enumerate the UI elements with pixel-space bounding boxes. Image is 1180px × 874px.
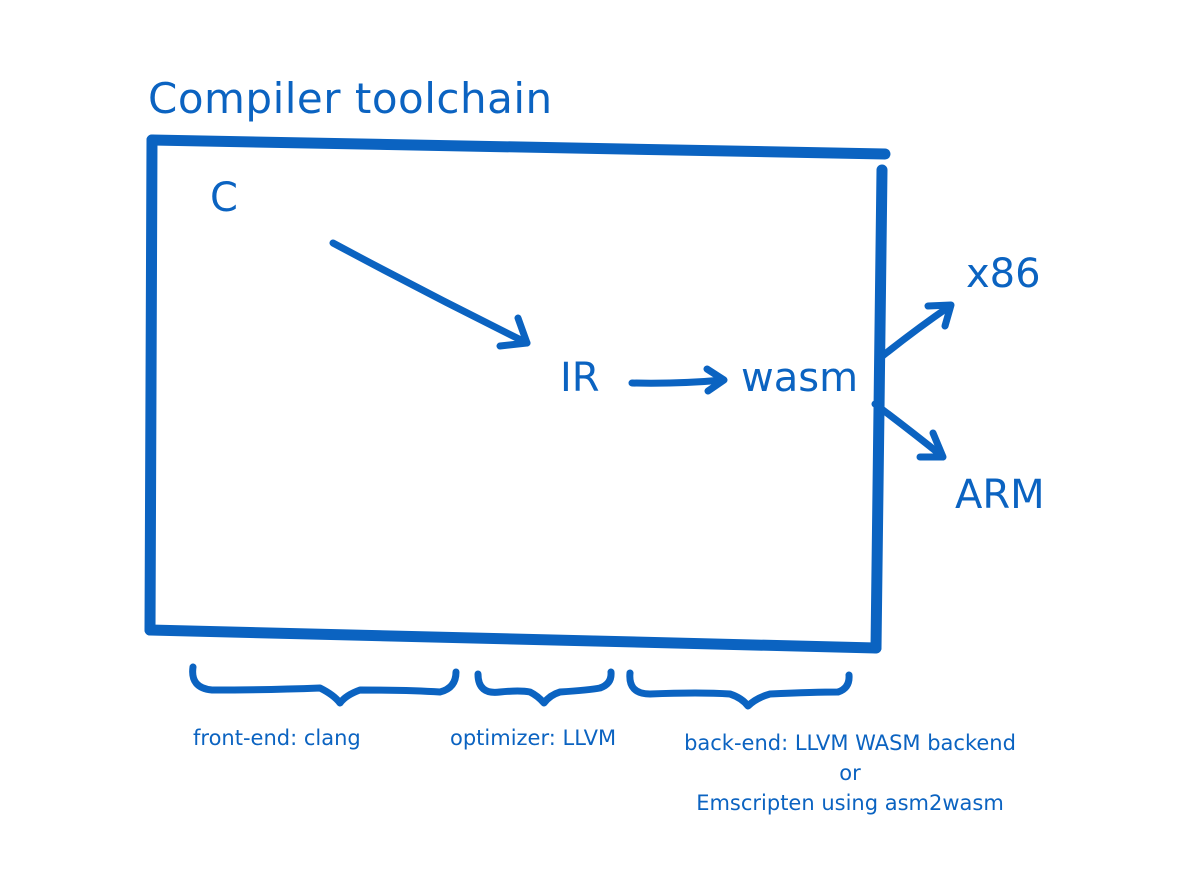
back-end-line-1: back-end: LLVM WASM backend <box>684 731 1016 755</box>
node-ir: IR <box>560 355 600 401</box>
back-end-brace <box>626 669 853 710</box>
optimizer-brace <box>474 668 615 707</box>
front-end-label: front-end: clang <box>193 726 361 750</box>
node-arm: ARM <box>955 472 1045 518</box>
arrow-wasm-to-x86 <box>876 301 955 362</box>
front-end-brace <box>189 663 460 707</box>
optimizer-label: optimizer: LLVM <box>450 726 617 750</box>
node-x86: x86 <box>966 251 1041 297</box>
arrow-wasm-to-arm <box>871 400 947 461</box>
diagram-title: Compiler toolchain <box>148 74 553 123</box>
back-end-label: back-end: LLVM WASM backend or Emscripte… <box>660 728 1040 818</box>
toolchain-box <box>144 134 891 654</box>
arrow-ir-to-wasm <box>628 365 728 395</box>
node-c: C <box>210 175 238 221</box>
arrow-c-to-ir <box>329 239 531 350</box>
node-wasm: wasm <box>741 355 859 401</box>
back-end-line-2: or <box>839 761 861 785</box>
back-end-line-3: Emscripten using asm2wasm <box>696 791 1004 815</box>
